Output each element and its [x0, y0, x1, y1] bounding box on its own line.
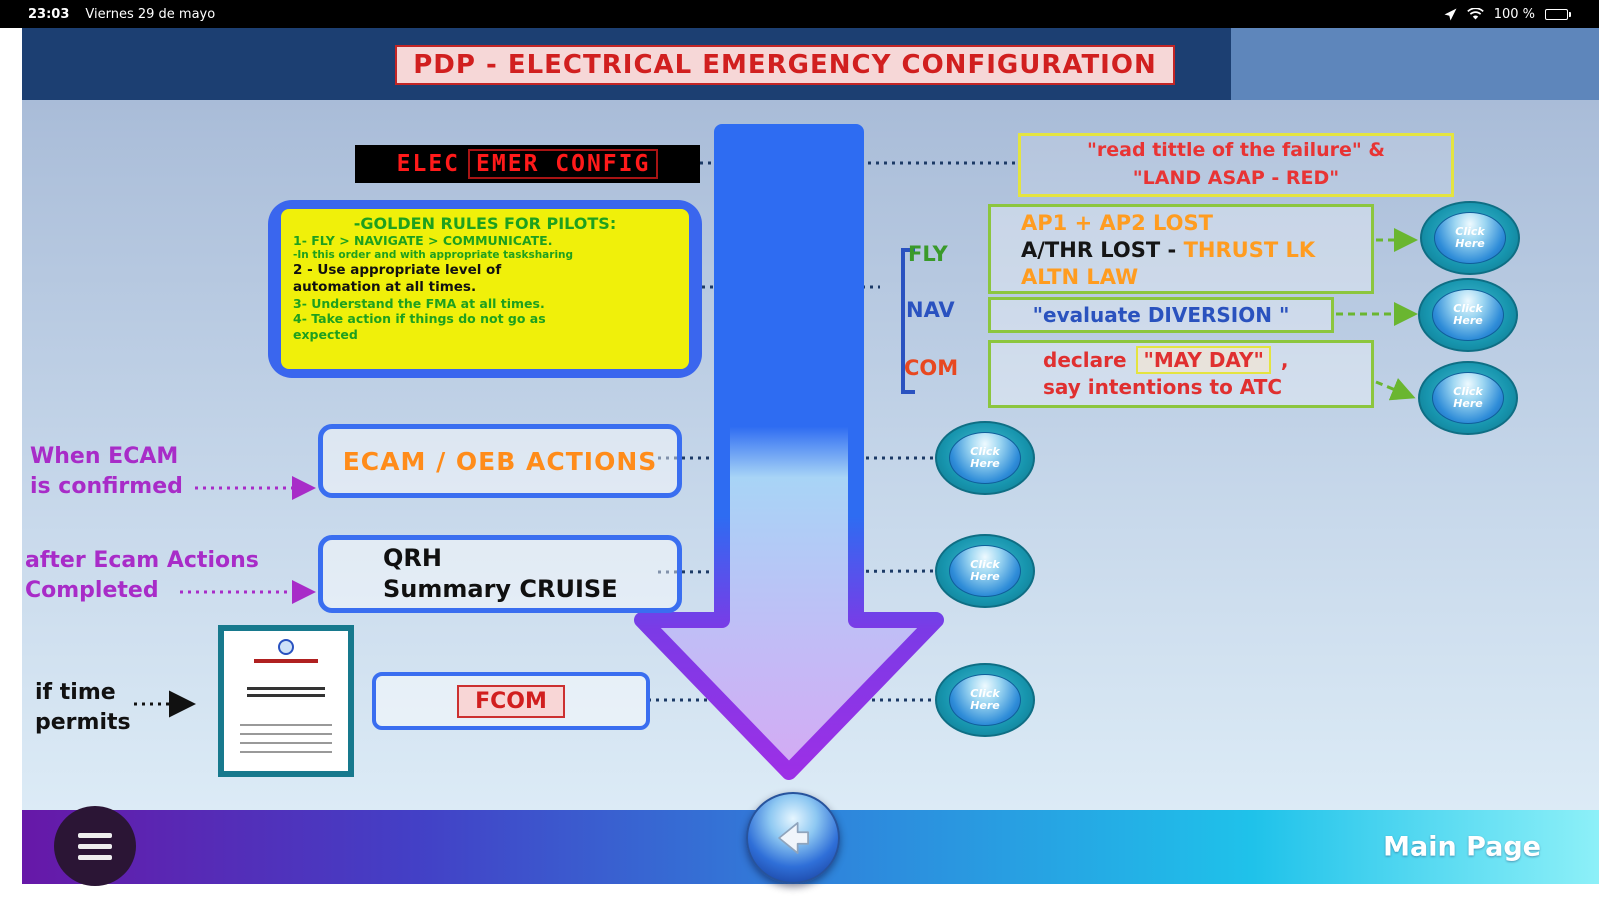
nav-label: NAV [906, 298, 955, 322]
click-here-button-fcom[interactable]: Click Here [935, 663, 1035, 737]
battery-icon [1545, 8, 1571, 20]
elec-emer-config-banner: ELEC EMER CONFIG [355, 145, 700, 183]
status-date: Viernes 29 de mayo [85, 6, 216, 22]
fly-label: FLY [908, 242, 948, 266]
wifi-icon [1466, 8, 1484, 20]
com-label: COM [904, 356, 959, 380]
com-note-box: declare "MAY DAY" , say intentions to AT… [988, 340, 1374, 408]
diagram-canvas: ELEC EMER CONFIG "read tittle of the fai… [22, 100, 1599, 810]
manual-logo-icon [278, 639, 294, 655]
footer-bar: Main Page [22, 792, 1599, 886]
click-here-button-ecam[interactable]: Click Here [935, 421, 1035, 495]
fly-nav-com-bracket [901, 248, 915, 394]
golden-rules-inner: -GOLDEN RULES FOR PILOTS: 1- FLY > NAVIG… [281, 209, 689, 369]
page-title-box: PDP - ELECTRICAL EMERGENCY CONFIGURATION [395, 45, 1175, 85]
dashed-arrow [1375, 378, 1416, 401]
status-bar: 23:03 Viernes 29 de mayo 100 % [0, 0, 1599, 28]
fly-note-box: AP1 + AP2 LOST A/THR LOST - THRUST LK AL… [988, 204, 1374, 294]
golden-rules-box: -GOLDEN RULES FOR PILOTS: 1- FLY > NAVIG… [268, 200, 702, 378]
click-here-button-nav[interactable]: Click Here [1418, 278, 1518, 352]
click-here-button-com[interactable]: Click Here [1418, 361, 1518, 435]
nav-note-box: "evaluate DIVERSION " [988, 297, 1334, 333]
battery-percent-label: 100 % [1493, 6, 1535, 22]
main-page-link[interactable]: Main Page [1383, 831, 1541, 863]
header-band: PDP - ELECTRICAL EMERGENCY CONFIGURATION [22, 28, 1599, 100]
if-time-label: if time permits [35, 680, 131, 735]
elec-prefix: ELEC [396, 151, 461, 177]
main-flow-arrow [634, 124, 944, 780]
menu-button[interactable] [54, 806, 136, 886]
emer-config-boxed: EMER CONFIG [468, 149, 659, 179]
hamburger-icon [78, 832, 112, 838]
click-here-button-fly[interactable]: Click Here [1420, 201, 1520, 275]
back-arrow-icon [778, 822, 809, 854]
when-ecam-label: When ECAM is confirmed [30, 444, 183, 499]
header-right-panel [1231, 28, 1599, 100]
fcom-box: FCOM [372, 672, 650, 730]
fcom-manual-thumbnail [218, 625, 354, 777]
page-title: PDP - ELECTRICAL EMERGENCY CONFIGURATION [413, 50, 1157, 80]
fcom-chip: FCOM [457, 684, 565, 718]
ecam-oeb-actions-box: ECAM / OEB ACTIONS [318, 424, 682, 498]
qrh-summary-box: QRH Summary CRUISE [318, 535, 682, 613]
status-time: 23:03 [28, 6, 70, 22]
mayday-highlight: "MAY DAY" [1136, 346, 1271, 374]
after-ecam-label: after Ecam Actions Completed [25, 548, 259, 603]
back-button[interactable] [746, 792, 840, 884]
flow-connectors [134, 124, 1418, 780]
location-icon [1444, 8, 1457, 20]
click-here-button-qrh[interactable]: Click Here [935, 534, 1035, 608]
read-failure-note: "read tittle of the failure" & "LAND ASA… [1018, 133, 1454, 197]
